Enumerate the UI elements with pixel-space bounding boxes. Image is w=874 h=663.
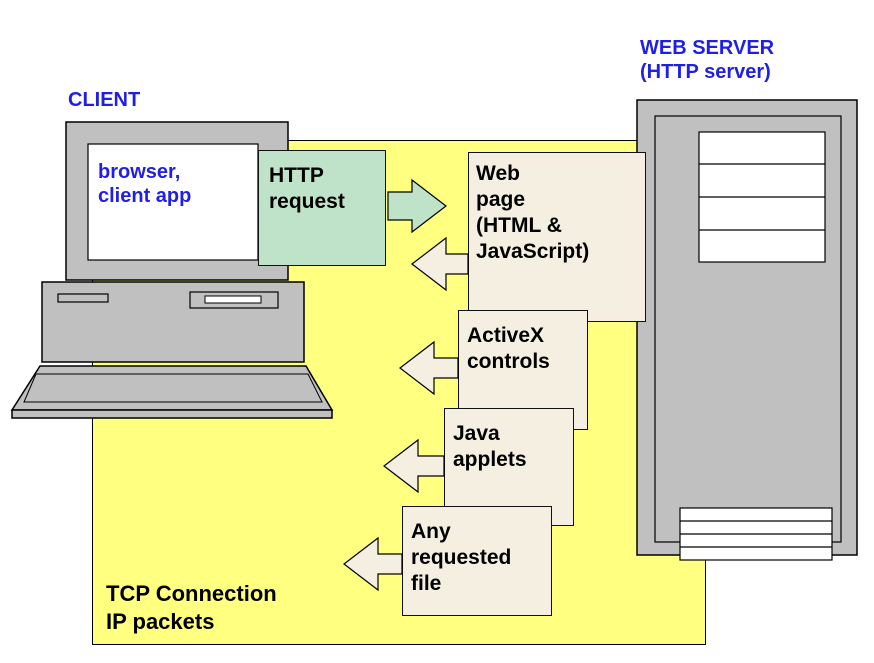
- any-file-line-3: file: [411, 572, 442, 595]
- java-applets-line-2: applets: [453, 448, 527, 471]
- web-page-line-2: page: [476, 188, 526, 211]
- web-page-line-3: (HTML &: [476, 214, 562, 237]
- monitor: [65, 121, 289, 281]
- web-page-response-arrow: [411, 236, 469, 292]
- client-screen-line-2: client app: [98, 185, 192, 207]
- desktop-case: [41, 281, 305, 363]
- client-title: CLIENT: [68, 89, 141, 111]
- http-request-line-1: HTTP: [269, 164, 324, 187]
- server-title-line-1: WEB SERVER: [640, 37, 775, 59]
- java-applets-response-arrow: [383, 438, 445, 494]
- http-request-box: HTTP request: [258, 150, 386, 266]
- client-screen-line-1: browser,: [98, 161, 181, 183]
- ip-packets-label: IP packets: [106, 609, 215, 634]
- request-arrow: [387, 178, 447, 234]
- java-applets-line-1: Java: [453, 422, 500, 445]
- tcp-connection-label: TCP Connection: [106, 581, 277, 606]
- web-page-line-4: JavaScript): [476, 240, 590, 263]
- any-file-line-2: requested: [411, 546, 512, 569]
- any-file-response-arrow: [343, 536, 403, 592]
- keyboard: [10, 365, 334, 419]
- activex-line-2: controls: [467, 350, 550, 373]
- activex-response-arrow: [399, 340, 459, 396]
- web-page-box: Web page (HTML & JavaScript): [468, 152, 646, 322]
- any-file-line-1: Any: [411, 520, 451, 543]
- web-server-tower: [636, 99, 858, 561]
- any-file-box: Any requested file: [402, 506, 552, 616]
- web-page-line-1: Web: [476, 162, 520, 185]
- activex-line-1: ActiveX: [467, 324, 545, 347]
- http-request-line-2: request: [269, 190, 345, 213]
- server-title-line-2: (HTTP server): [640, 61, 771, 83]
